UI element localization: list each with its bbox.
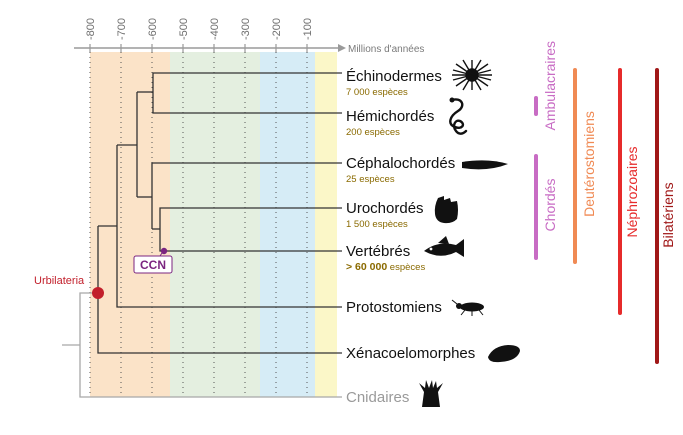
taxon-name: Xénacoelomorphes [346,345,475,362]
tick-label: -300 [240,18,252,40]
tick-label: -400 [209,18,221,40]
flatworm-icon [488,345,520,363]
sea-urchin-icon [452,59,492,91]
acorn-worm-icon [449,97,468,135]
taxa-labels: Échinodermes 7 000 espèces Hémichordés 2… [346,68,475,406]
nephrozoaires-label: Néphrozoaires [624,146,640,237]
taxon-count: 7 000 espèces [346,87,408,98]
clade-labels: Ambulacraires Chordés Deutérostomiens Né… [542,41,676,248]
taxon-name: Vertébrés [346,243,410,260]
urbilateria-node [92,287,104,299]
time-band-4 [315,52,337,397]
tick-label: -800 [85,18,97,40]
tick-label: -500 [178,18,190,40]
sea-anemone-icon [419,380,443,407]
ambulacraires-label: Ambulacraires [542,41,558,130]
taxon-count: 200 espèces [346,127,400,138]
tick-label: -100 [302,18,314,40]
ccn-node [160,247,168,255]
taxon-count: 1 500 espèces [346,219,408,230]
ccn-badge [133,255,173,274]
deuterostomiens-label: Deutérostomiens [581,111,597,217]
tree-branches [97,72,342,354]
tick-label: -600 [147,18,159,40]
tick-label: -200 [271,18,283,40]
taxon-count: 25 espèces [346,174,395,185]
tunicate-icon [434,196,458,224]
lancelet-icon [462,160,508,170]
taxon-name: Hémichordés [346,108,434,125]
taxon-name: Échinodermes [346,68,442,85]
time-band-3 [260,52,315,397]
taxon-name: Protostomiens [346,299,442,316]
insect-icon [451,299,484,316]
fish-icon [424,236,464,257]
ccn-label: CCN [140,258,166,272]
chordes-label: Chordés [542,179,558,232]
taxon-count-unit: espèces [387,262,425,273]
time-axis: -800 -700 -600 -500 -400 -300 -200 -100 … [74,18,424,55]
taxon-count-bold: > 60 000 [346,261,387,273]
taxon-name: Céphalochordés [346,155,455,172]
clade-bars [534,68,659,364]
time-axis-unit: Millions d'années [348,44,424,55]
bilateriens-label: Bilatériens [660,182,676,247]
time-band-2 [170,52,260,397]
taxon-name: Cnidaires [346,389,409,406]
urbilateria-label: Urbilateria [34,275,85,287]
taxon-count: > 60 000 espèces [346,261,425,273]
taxon-name: Urochordés [346,200,424,217]
tick-label: -700 [116,18,128,40]
time-band-1 [90,52,170,397]
